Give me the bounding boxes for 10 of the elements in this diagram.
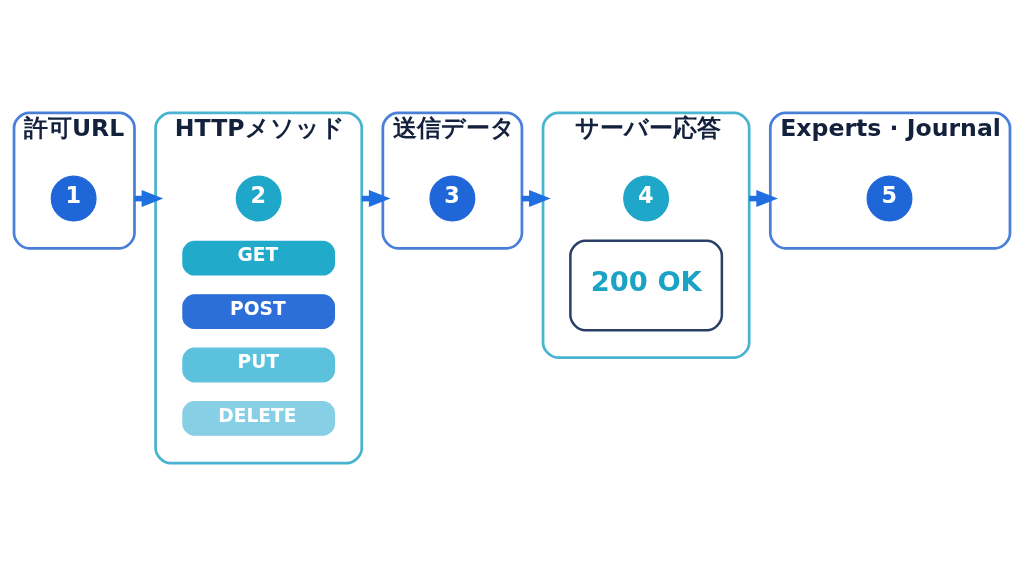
node-circle: 5 bbox=[866, 175, 913, 222]
node-box: DELETE bbox=[182, 401, 336, 436]
node-circle: 3 bbox=[429, 175, 476, 222]
node-box: 200 OK bbox=[569, 239, 724, 332]
node-circle: 1 bbox=[50, 175, 97, 222]
node-circle: 4 bbox=[623, 175, 670, 222]
node-box: GET bbox=[182, 240, 336, 276]
node-box: PUT bbox=[182, 347, 336, 383]
node-box: POST bbox=[182, 294, 336, 329]
node-circle: 2 bbox=[235, 175, 282, 222]
